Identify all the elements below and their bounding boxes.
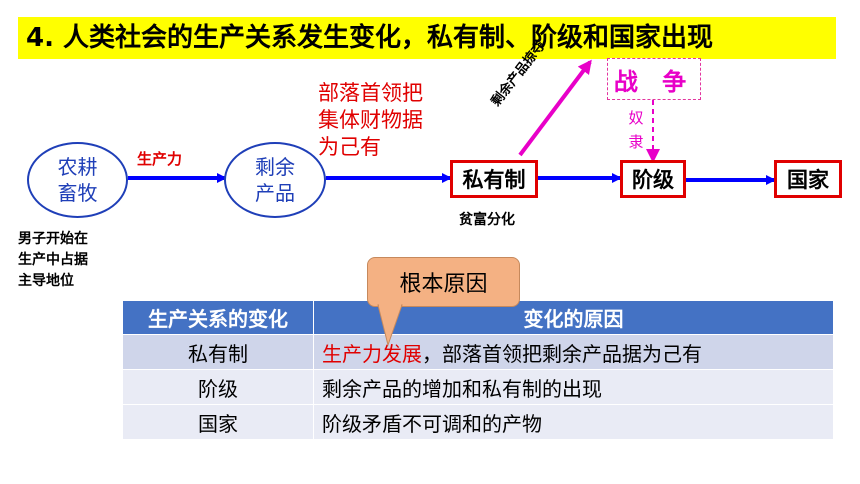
header-change: 生产关系的变化 [122,300,314,335]
reason-text: ，部落首领把剩余产品据为己有 [422,341,702,366]
node-farming-line2: 畜牧 [57,181,98,205]
label-productivity: 生产力 [137,150,183,168]
slave-line1: 奴 [628,109,644,127]
title-bar [18,17,836,59]
cell-reason: 阶级矛盾不可调和的产物 [313,404,834,440]
box-class: 阶级 [620,160,686,198]
table-row: 阶级 剩余产品的增加和私有制的出现 [122,369,834,405]
cell-reason: 剩余产品的增加和私有制的出现 [313,369,834,405]
box-war: 战 争 [607,58,701,100]
page-title: 4. 人类社会的生产关系发生变化，私有制、阶级和国家出现 [26,23,714,53]
callout-root-cause: 根本原因 [367,257,520,307]
men-dominant-line2: 生产中占据 [18,252,88,268]
chief-claim-line2: 集体财物据 [318,108,423,132]
men-dominant-line1: 男子开始在 [18,231,88,247]
box-state: 国家 [774,160,842,198]
cell-change: 阶级 [122,369,314,405]
node-surplus-line2: 产品 [255,181,295,205]
arrow-plunder [518,59,592,157]
chief-claim-line1: 部落首领把 [318,81,423,105]
cell-reason: 生产力发展，部落首领把剩余产品据为己有 [313,334,834,370]
slave-text: 奴 隶 [627,106,645,154]
chief-claim-line3: 为己有 [318,135,381,159]
cell-change: 私有制 [122,334,314,370]
node-farming: 农耕 畜牧 [27,142,128,218]
slave-line2: 隶 [628,133,644,151]
men-dominant-note: 男子开始在 生产中占据 主导地位 [18,229,88,292]
reason-text: 阶级矛盾不可调和的产物 [322,411,542,436]
node-surplus: 剩余 产品 [224,142,326,218]
reason-highlight: 生产力发展 [322,341,422,366]
wealth-gap-label: 贫富分化 [459,212,515,228]
box-private-ownership: 私有制 [450,160,538,198]
men-dominant-line3: 主导地位 [18,273,74,289]
chief-claim-text: 部落首领把 集体财物据 为己有 [318,80,423,161]
node-surplus-line1: 剩余 [255,155,295,179]
cell-change: 国家 [122,404,314,440]
table-header-row: 生产关系的变化 变化的原因 [122,300,834,335]
reason-text: 剩余产品的增加和私有制的出现 [322,376,602,401]
node-farming-line1: 农耕 [57,155,98,179]
table-row: 私有制 生产力发展，部落首领把剩余产品据为己有 [122,334,834,370]
table-row: 国家 阶级矛盾不可调和的产物 [122,404,834,440]
changes-table: 生产关系的变化 变化的原因 私有制 生产力发展，部落首领把剩余产品据为己有 阶级… [122,300,834,440]
